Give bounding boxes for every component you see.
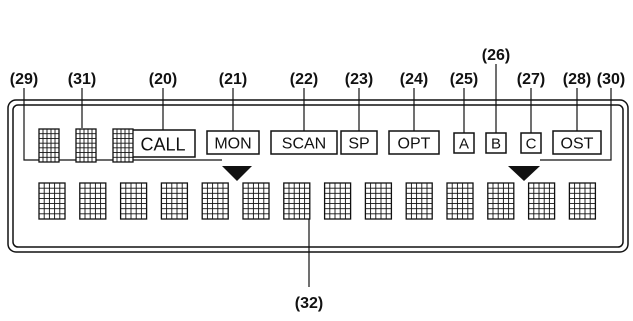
indicator-row: CALL MON SCAN SP OPT A B C [130,129,602,158]
large-matrix-char [405,182,433,220]
large-matrix-char [119,182,148,220]
small-matrix-char [75,128,97,163]
callout-23: (23) [345,71,373,88]
large-matrix-char [323,182,352,220]
indicator-call: CALL [130,129,196,158]
large-matrix-char [568,182,597,220]
indicator-b-label: B [491,136,501,153]
large-matrix-char [38,182,66,220]
indicator-mon: MON [206,130,260,155]
callout-28: (28) [563,71,591,88]
leader-29 [23,88,222,161]
large-matrix-char [201,182,229,220]
callout-21: (21) [219,71,247,88]
small-matrix-char [38,128,60,163]
lcd-inner-frame [12,104,624,248]
indicator-a: A [453,132,475,154]
large-matrix-char [527,182,556,220]
indicator-opt: OPT [388,130,440,155]
callout-31: (31) [68,71,96,88]
large-matrix-char [446,182,474,220]
callout-27: (27) [517,71,545,88]
indicator-a-label: A [459,136,469,153]
indicator-call-label: CALL [140,135,185,155]
right-arrow-indicator-icon [508,166,540,181]
callout-26: (26) [482,47,510,64]
indicator-ost: OST [552,130,602,155]
indicator-ost-label: OST [561,136,594,153]
left-arrow-indicator-icon [222,166,252,181]
indicator-b: B [485,132,507,154]
indicator-c: C [520,132,542,154]
small-matrix-char [112,128,134,163]
indicator-c-label: C [526,136,537,153]
indicator-scan-label: SCAN [282,136,326,153]
large-matrix-char [242,182,270,220]
indicator-scan: SCAN [270,130,338,155]
indicator-mon-label: MON [214,136,251,153]
callout-labels: (29) (31) (20) (21) (22) (23) (24) (25) … [10,47,625,312]
callout-25: (25) [450,71,478,88]
large-matrix-char [160,182,189,220]
callout-32: (32) [295,295,323,312]
large-matrix-char [79,182,107,220]
leader-30 [540,88,612,161]
callout-20: (20) [149,71,177,88]
indicator-sp-label: SP [348,136,369,153]
callout-24: (24) [400,71,428,88]
large-matrix-char [487,182,515,220]
lcd-outer-frame [7,99,629,253]
large-matrix-char [283,182,311,220]
callout-22: (22) [290,71,318,88]
large-matrix-char [364,182,393,220]
callout-29: (29) [10,71,38,88]
indicator-sp: SP [340,130,378,155]
large-matrix-group [38,182,597,220]
indicator-opt-label: OPT [398,136,431,153]
small-matrix-group [38,128,134,163]
callout-30: (30) [597,71,625,88]
